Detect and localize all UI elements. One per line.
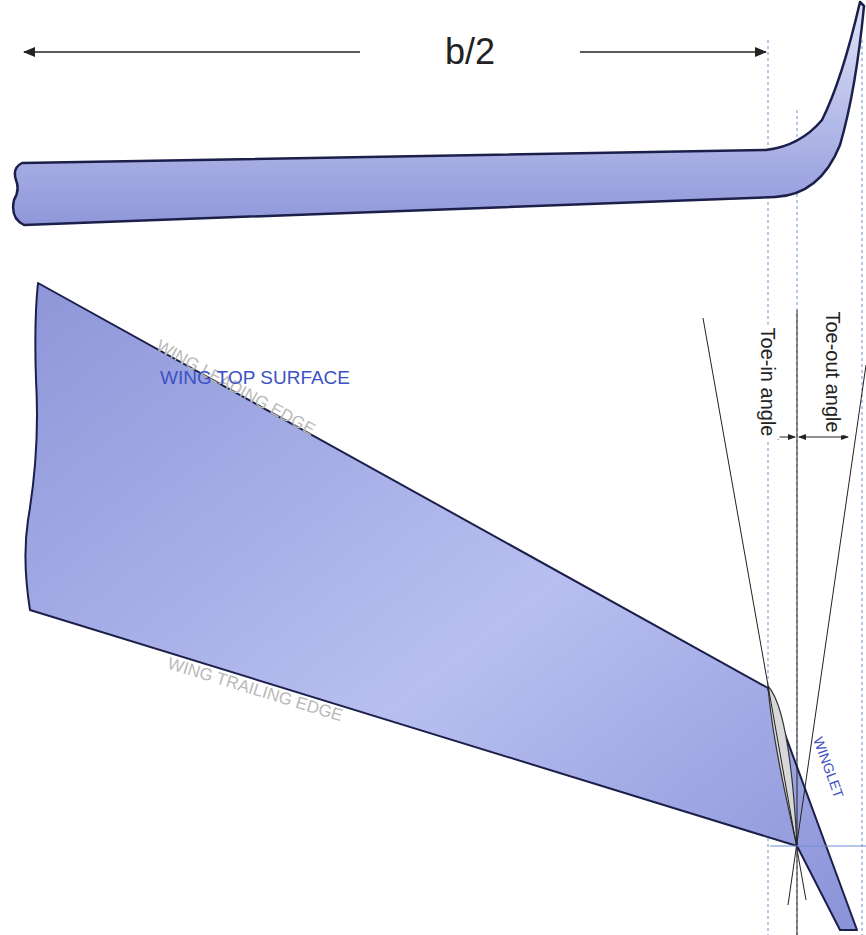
wing-planform [25,283,857,930]
toe-out-label: Toe-out angle [822,308,844,435]
leading-edge-label: WING LEADING EDGE [150,335,320,441]
trailing-edge-label: WING TRAILING EDGE [162,654,347,727]
surface-label: WING TOP SURFACE [157,368,353,389]
winglet-label: WINGLET [809,733,847,804]
span-label: b/2 [442,32,498,72]
toe-in-label: Toe-in angle [757,325,779,440]
span-dimension [24,52,766,53]
wing-front-view [13,2,864,225]
